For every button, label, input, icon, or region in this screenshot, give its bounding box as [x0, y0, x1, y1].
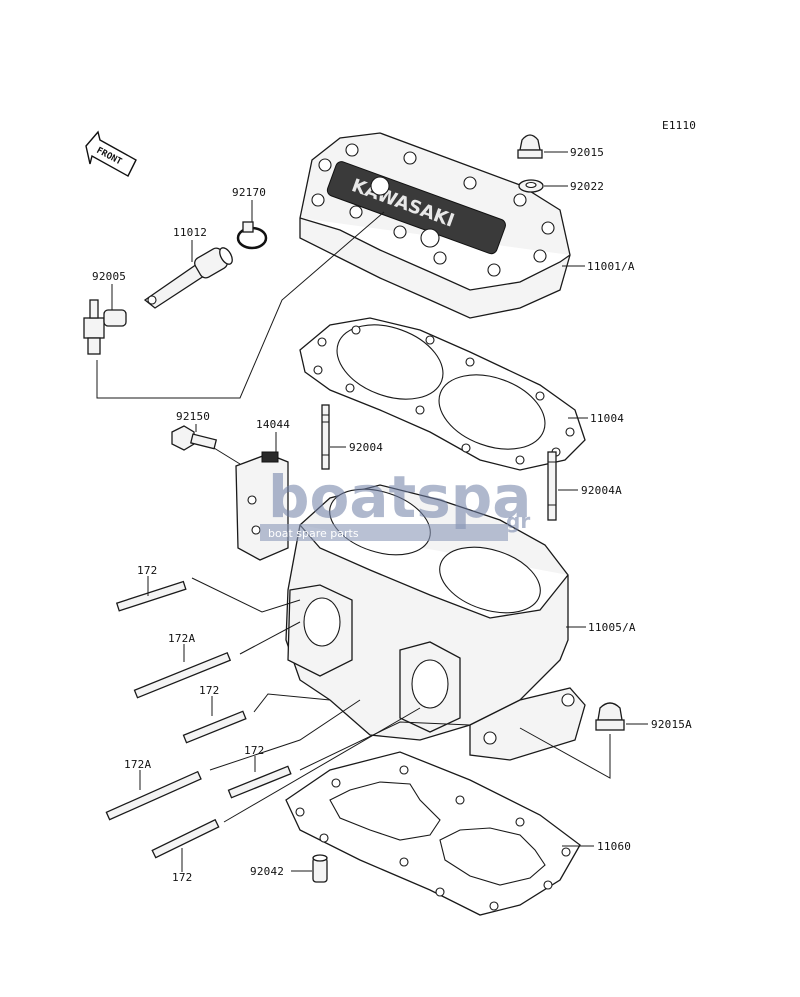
cylinder-block [285, 484, 586, 761]
stud-172A-lower [105, 770, 202, 821]
label-11004: 11004 [590, 412, 624, 425]
watermark: boatspa gr boat spare parts [260, 463, 531, 541]
label-92004: 92004 [349, 441, 383, 454]
label-11001-A: 11001/A [587, 260, 635, 273]
dowel-pin-92042 [312, 854, 328, 883]
label-172-d: 172 [172, 871, 192, 884]
diagram-code: E1110 [662, 119, 696, 132]
label-14044: 14044 [256, 418, 290, 431]
stud-92004 [321, 404, 330, 470]
label-11012: 11012 [173, 226, 207, 239]
water-fitting-11012 [143, 247, 233, 309]
label-11060: 11060 [597, 840, 631, 853]
cap-nut-92015A [595, 702, 625, 731]
label-172-a: 172 [137, 564, 157, 577]
hose-clamp-92170 [236, 221, 268, 250]
stud-172-bottom [151, 818, 220, 859]
washer-92022 [518, 179, 544, 193]
front-arrow-icon: FRONT [85, 130, 137, 177]
bolt-92150 [171, 425, 218, 451]
label-92022: 92022 [570, 180, 604, 193]
stud-92004A [547, 451, 557, 521]
label-92004A: 92004A [581, 484, 622, 497]
label-172-b: 172 [199, 684, 219, 697]
stud-172-top [115, 580, 187, 612]
label-92170: 92170 [232, 186, 266, 199]
stud-172-lower-right [227, 765, 292, 799]
label-92015A: 92015A [651, 718, 692, 731]
label-92015: 92015 [570, 146, 604, 159]
head-gasket [299, 317, 586, 471]
cylinder-head: KAWASAKI [299, 132, 571, 319]
label-92042: 92042 [250, 865, 284, 878]
label-172-c: 172 [244, 744, 264, 757]
label-11005-A: 11005/A [588, 621, 636, 634]
stud-172-mid [182, 710, 247, 744]
watermark-brand: boatspa [268, 463, 531, 531]
watermark-suffix: gr [506, 509, 530, 533]
label-92005: 92005 [92, 270, 126, 283]
label-172A-a: 172A [168, 632, 195, 645]
base-gasket [285, 751, 581, 916]
watermark-tagline: boat spare parts [268, 527, 359, 540]
stud-172A-upper [133, 651, 232, 699]
cap-nut-92015 [517, 134, 543, 159]
label-172A-b: 172A [124, 758, 151, 771]
elbow-fitting-92005 [83, 299, 127, 355]
label-92150: 92150 [176, 410, 210, 423]
